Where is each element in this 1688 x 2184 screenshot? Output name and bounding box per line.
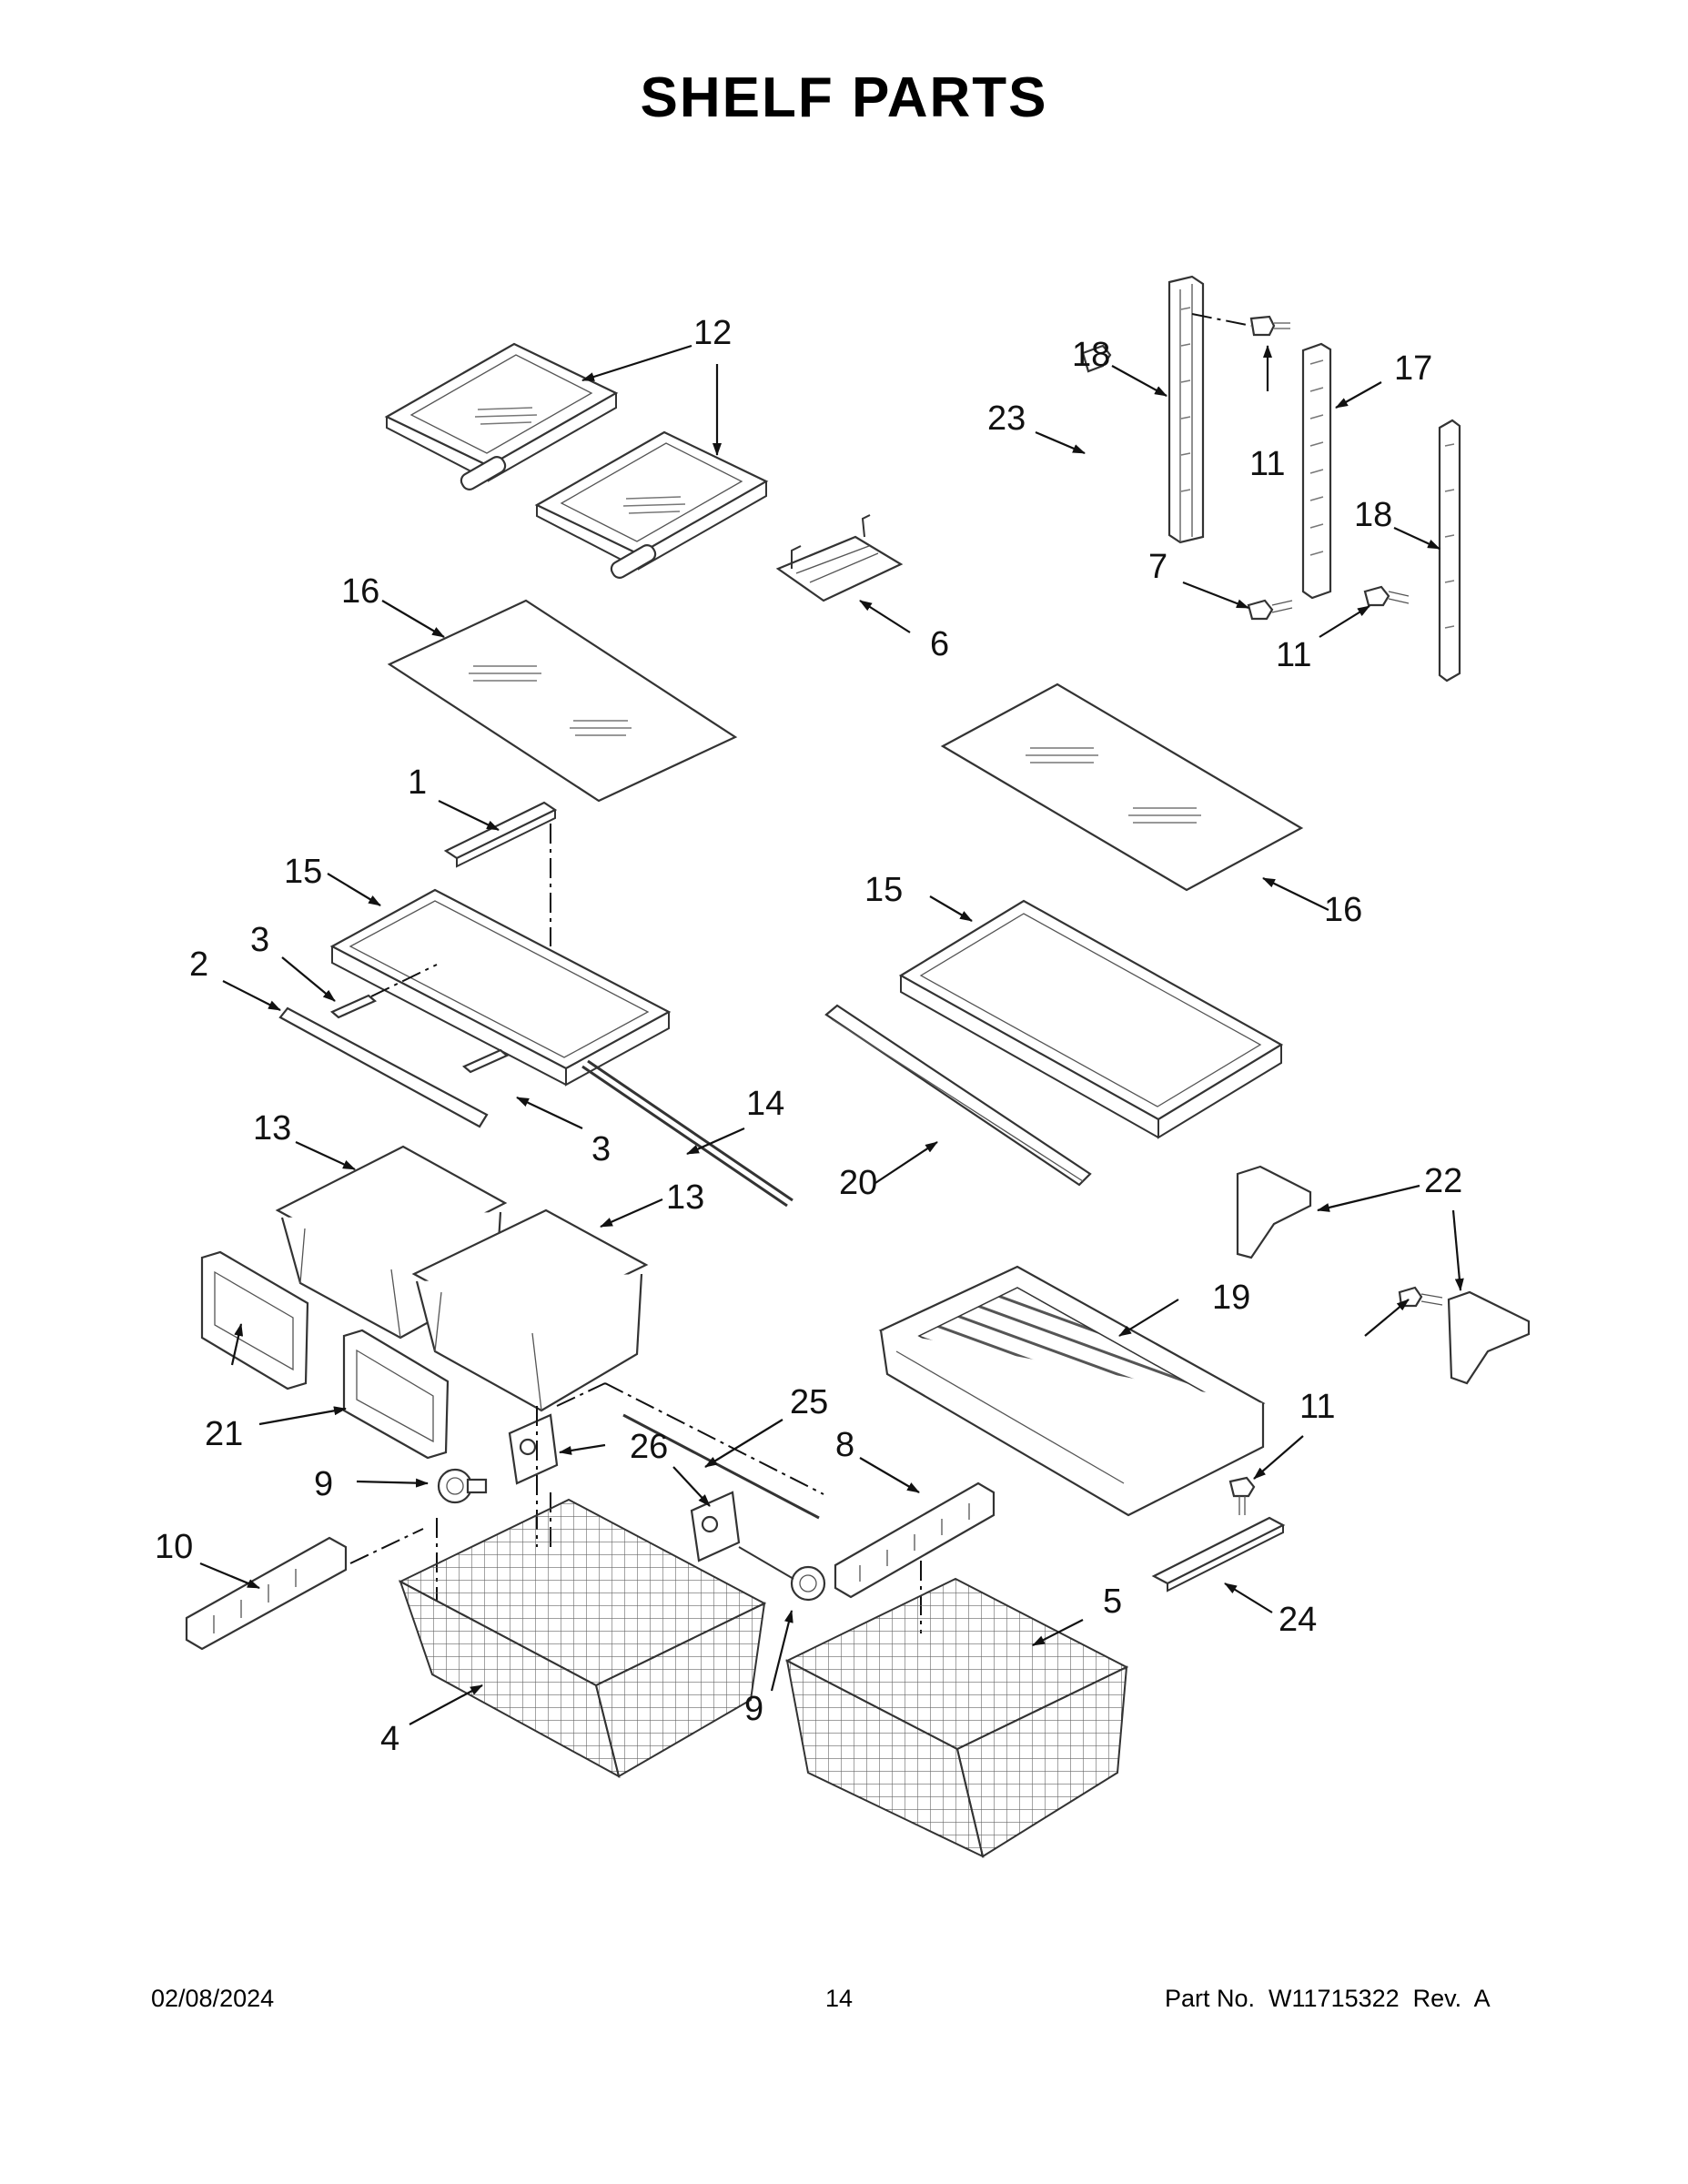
glass-shelf-16-right <box>940 682 1304 892</box>
alignment-line <box>370 964 438 997</box>
screw-11-top <box>1249 315 1290 337</box>
leader-lines <box>199 344 1464 1725</box>
callout-5: 5 <box>1103 1582 1122 1621</box>
callout-3: 3 <box>250 921 269 959</box>
callout-6: 6 <box>930 625 949 663</box>
trim-20 <box>824 1004 1092 1187</box>
callout-3: 3 <box>591 1130 611 1168</box>
gear-9-left <box>437 1468 488 1504</box>
shelf-assembly-12-right <box>534 430 769 579</box>
callout-13: 13 <box>666 1178 704 1217</box>
callout-22: 22 <box>1424 1162 1462 1200</box>
drawer-front-21-left <box>200 1250 309 1390</box>
clip-23 <box>1081 344 1112 373</box>
bracket-22-left <box>1236 1165 1312 1259</box>
callout-1: 1 <box>408 763 427 802</box>
rail-18-left <box>1167 275 1205 544</box>
trim-1 <box>443 801 558 868</box>
callout-15: 15 <box>284 853 322 891</box>
drawer-rail-8 <box>834 1481 996 1599</box>
callout-labels: 1 2 3 3 4 5 6 7 8 9 9 10 11 11 11 11 12 … <box>155 314 1462 1758</box>
callout-18: 18 <box>1072 336 1110 374</box>
bracket-6 <box>775 514 904 602</box>
callout-14: 14 <box>746 1085 784 1123</box>
callout-8: 8 <box>835 1426 854 1464</box>
callout-18: 18 <box>1354 496 1392 534</box>
callout-20: 20 <box>839 1164 877 1202</box>
shelf-frame-15-left <box>329 888 672 1087</box>
callout-9: 9 <box>314 1465 333 1503</box>
callout-26: 26 <box>630 1428 668 1466</box>
bracket-26-left <box>508 1413 559 1485</box>
rod-14 <box>581 1059 793 1208</box>
callout-23: 23 <box>987 399 1026 438</box>
bracket-26-right <box>690 1491 741 1562</box>
callout-24: 24 <box>1279 1601 1317 1639</box>
freezer-drawer-19 <box>878 1265 1266 1517</box>
callout-9: 9 <box>744 1690 763 1728</box>
callout-19: 19 <box>1212 1279 1250 1317</box>
callout-12: 12 <box>693 314 732 352</box>
callout-11: 11 <box>1249 445 1285 483</box>
wire-basket-4 <box>398 1498 767 1778</box>
shelf-assembly-12-left <box>384 342 619 490</box>
wire-basket-5 <box>784 1577 1129 1858</box>
screw-11-right <box>1398 1286 1443 1308</box>
screw-11-lower <box>1228 1476 1256 1515</box>
gear-9-right <box>738 1546 826 1602</box>
callout-25: 25 <box>790 1383 828 1421</box>
rail-18-right <box>1438 419 1461 682</box>
drawer-front-21-right <box>342 1329 450 1460</box>
rail-17 <box>1301 342 1332 600</box>
callout-21: 21 <box>205 1415 243 1453</box>
callout-4: 4 <box>380 1720 399 1758</box>
callout-10: 10 <box>155 1528 193 1566</box>
callout-7: 7 <box>1148 548 1167 586</box>
footer-date: 02/08/2024 <box>151 1985 275 2012</box>
callout-13: 13 <box>253 1109 291 1148</box>
alignment-line <box>556 1382 824 1495</box>
bracket-3-bottom <box>461 1048 510 1074</box>
shelf-frame-15-right <box>898 899 1284 1139</box>
callout-11: 11 <box>1276 636 1311 674</box>
slide-24 <box>1151 1516 1286 1592</box>
callout-17: 17 <box>1394 349 1432 388</box>
rod-25 <box>622 1413 820 1520</box>
bracket-3-top <box>329 994 378 1019</box>
callout-16: 16 <box>341 572 379 611</box>
footer-part-number: Part No. W11715322 Rev. A <box>1165 1985 1491 2012</box>
page-title: SHELF PARTS <box>640 66 1048 129</box>
callout-15: 15 <box>864 871 903 909</box>
callout-11: 11 <box>1299 1388 1335 1426</box>
bracket-22-right <box>1447 1290 1531 1385</box>
trim-2 <box>278 1006 489 1128</box>
callout-16: 16 <box>1324 891 1362 929</box>
callout-2: 2 <box>189 945 208 984</box>
crisper-bin-13-right <box>411 1208 649 1412</box>
footer-page-number: 14 <box>825 1985 854 2012</box>
drawer-rail-10 <box>185 1536 348 1651</box>
screw-7 <box>1247 599 1293 621</box>
alignment-line <box>1191 313 1252 327</box>
screw-11-mid <box>1363 585 1410 607</box>
glass-shelf-16-left <box>387 599 738 803</box>
